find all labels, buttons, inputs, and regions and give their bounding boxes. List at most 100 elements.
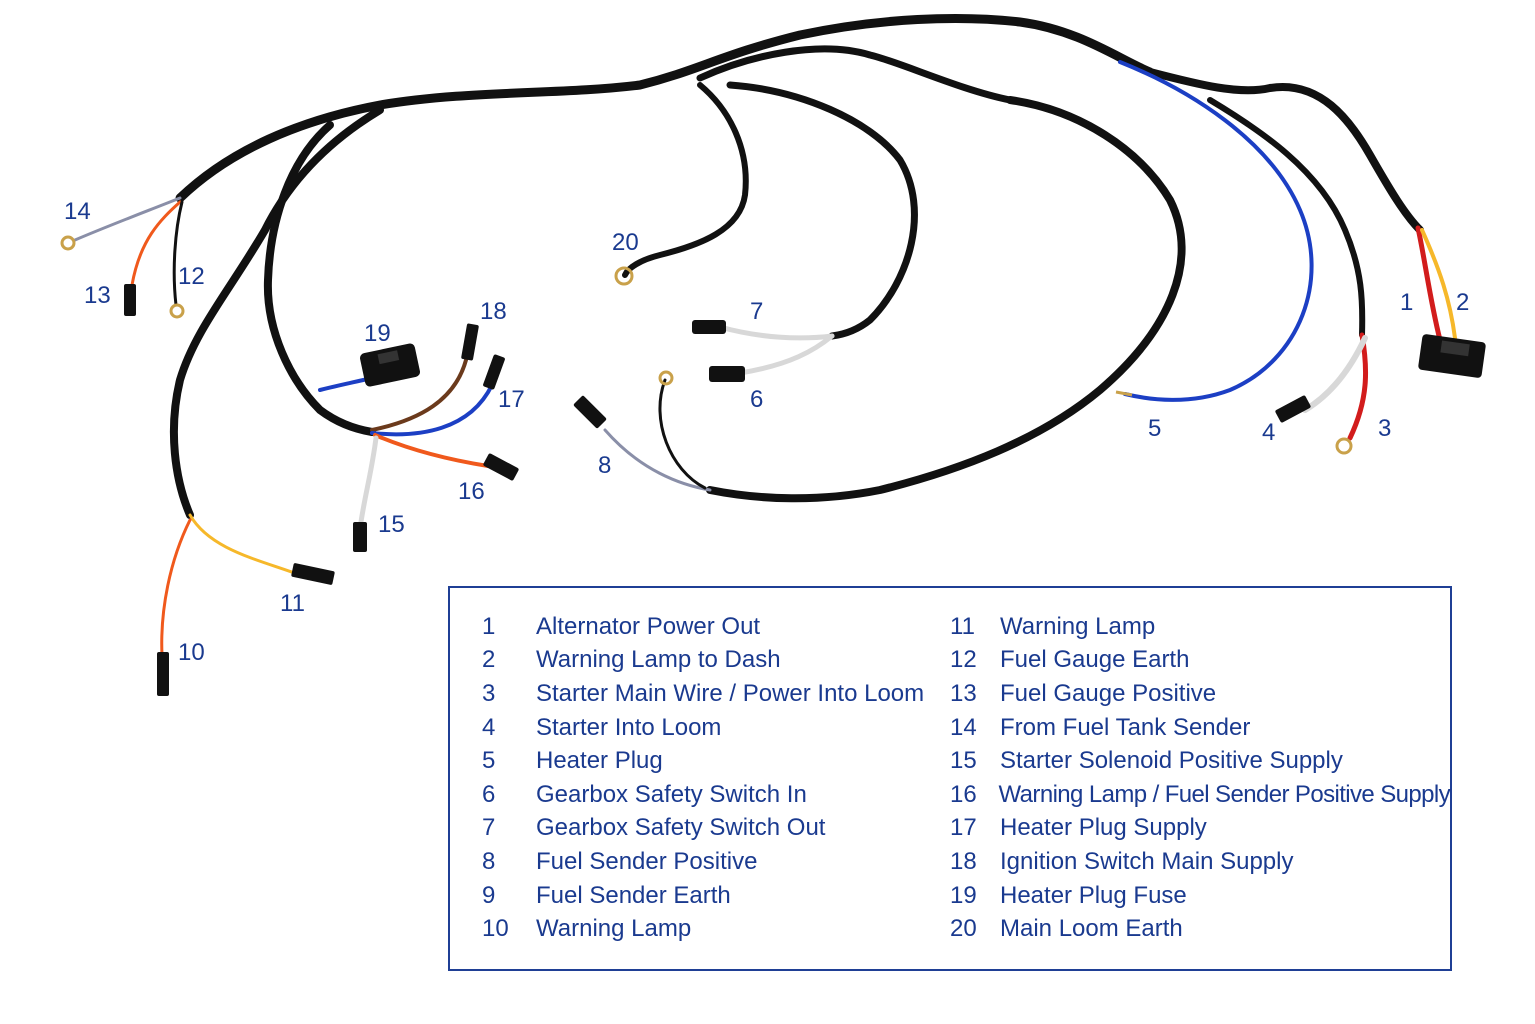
legend-number: 1 (482, 612, 496, 640)
wire-14-grey (73, 196, 182, 242)
legend-number: 12 (950, 646, 977, 674)
legend-row-10: 10 Warning Lamp (474, 912, 944, 946)
loom-loop-8 (706, 96, 1186, 503)
callout-4: 4 (1262, 419, 1275, 446)
legend-number: 17 (950, 814, 977, 842)
fuse-holder-19-slot (377, 350, 400, 365)
callout-20: 20 (612, 229, 639, 256)
callout-17: 17 (498, 386, 525, 413)
legend-label: Main Loom Earth (1000, 915, 1183, 943)
legend-label: Starter Into Loom (536, 713, 722, 741)
legend-number: 10 (482, 915, 509, 943)
loom-loop-7 (726, 81, 918, 340)
legend-number: 16 (950, 780, 977, 808)
wire-1-red (1415, 225, 1443, 343)
legend-number: 7 (482, 814, 496, 842)
connector-18 (461, 323, 479, 361)
legend-label: From Fuel Tank Sender (1000, 713, 1251, 741)
ring-terminal-3 (1335, 437, 1353, 455)
ring-terminal-9 (658, 370, 674, 386)
legend-row-1: 1 Alternator Power Out (474, 610, 944, 644)
wire-5-blue (1118, 60, 1314, 402)
callout-16: 16 (458, 478, 485, 505)
fuse-holder-19 (360, 343, 420, 387)
callout-14: 14 (64, 198, 91, 225)
loom-branch-20 (622, 82, 749, 278)
legend-row-17: 17 Heater Plug Supply (950, 812, 1450, 846)
ring-terminal-20 (614, 266, 634, 286)
connector-10 (157, 652, 169, 696)
legend-label: Heater Plug Supply (1000, 814, 1207, 842)
legend-row-13: 13 Fuel Gauge Positive (950, 677, 1450, 711)
wire-18-brown (370, 358, 468, 432)
wire-17-blue (370, 383, 494, 437)
legend-label: Fuel Gauge Earth (1000, 646, 1190, 674)
legend-label: Alternator Power Out (536, 612, 761, 640)
loom-upper-bundle (696, 45, 1014, 104)
wire-4-white (1302, 335, 1368, 413)
wire-15-white (358, 435, 379, 525)
callout-5: 5 (1148, 415, 1161, 442)
blade-terminal-5 (1115, 390, 1133, 397)
callout-18: 18 (480, 298, 507, 325)
legend-number: 11 (950, 612, 975, 640)
callout-15: 15 (378, 511, 405, 538)
legend-row-16: 16 Warning Lamp / Fuel Sender Positive Su… (950, 778, 1451, 812)
legend-number: 19 (950, 881, 977, 909)
legend-label: Warning Lamp / Fuel Sender Positive Supp… (998, 780, 1451, 808)
wire-10-orange (160, 518, 192, 657)
callout-7: 7 (750, 298, 763, 325)
legend-number: 4 (482, 713, 496, 741)
callout-13: 13 (84, 282, 111, 309)
legend-row-4: 4 Starter Into Loom (474, 711, 944, 745)
legend-label: Warning Lamp (1000, 612, 1156, 640)
wire-13-orange (130, 200, 182, 287)
wire-16-orange (373, 433, 490, 468)
wire-11-yellow (188, 513, 302, 577)
legend-label: Fuel Gauge Positive (1000, 679, 1217, 707)
connector-7 (692, 320, 726, 334)
legend-label: Gearbox Safety Switch Out (536, 814, 826, 842)
callout-2: 2 (1456, 289, 1469, 316)
connector-16 (483, 453, 519, 481)
legend-number: 9 (482, 881, 496, 909)
wire-7-white (717, 324, 835, 341)
legend-label: Warning Lamp (536, 915, 692, 943)
legend-number: 2 (482, 646, 496, 674)
legend-number: 14 (950, 713, 977, 741)
wire-9-black (658, 378, 707, 490)
connector-17 (483, 354, 505, 390)
callout-6: 6 (750, 386, 763, 413)
wire-12-black (172, 200, 184, 307)
callout-11: 11 (280, 590, 305, 617)
connector-1-2 (1418, 334, 1486, 378)
legend-row-18: 18 Ignition Switch Main Supply (950, 845, 1450, 879)
legend-label: Starter Solenoid Positive Supply (1000, 747, 1343, 775)
callout-19: 19 (364, 320, 391, 347)
main-loom-trunk (175, 13, 1155, 203)
callout-10: 10 (178, 639, 205, 666)
legend-number: 18 (950, 847, 977, 875)
connector-6 (709, 366, 745, 382)
loom-inner-loop (263, 121, 376, 436)
legend-label: Starter Main Wire / Power Into Loom (536, 679, 925, 707)
wire-19-blue (318, 376, 374, 392)
ring-terminal-12 (169, 303, 185, 319)
wire-8-grey (603, 428, 712, 492)
legend-label: Ignition Switch Main Supply (1000, 847, 1294, 875)
callout-12: 12 (178, 263, 205, 290)
legend-number: 13 (950, 679, 977, 707)
legend-label: Heater Plug Fuse (1000, 881, 1187, 909)
loom-branch-4 (1207, 97, 1366, 338)
callout-3: 3 (1378, 415, 1391, 442)
legend-right-column: 11 Warning Lamp 12 Fuel Gauge Earth 13 Fuel G… (950, 610, 1451, 946)
